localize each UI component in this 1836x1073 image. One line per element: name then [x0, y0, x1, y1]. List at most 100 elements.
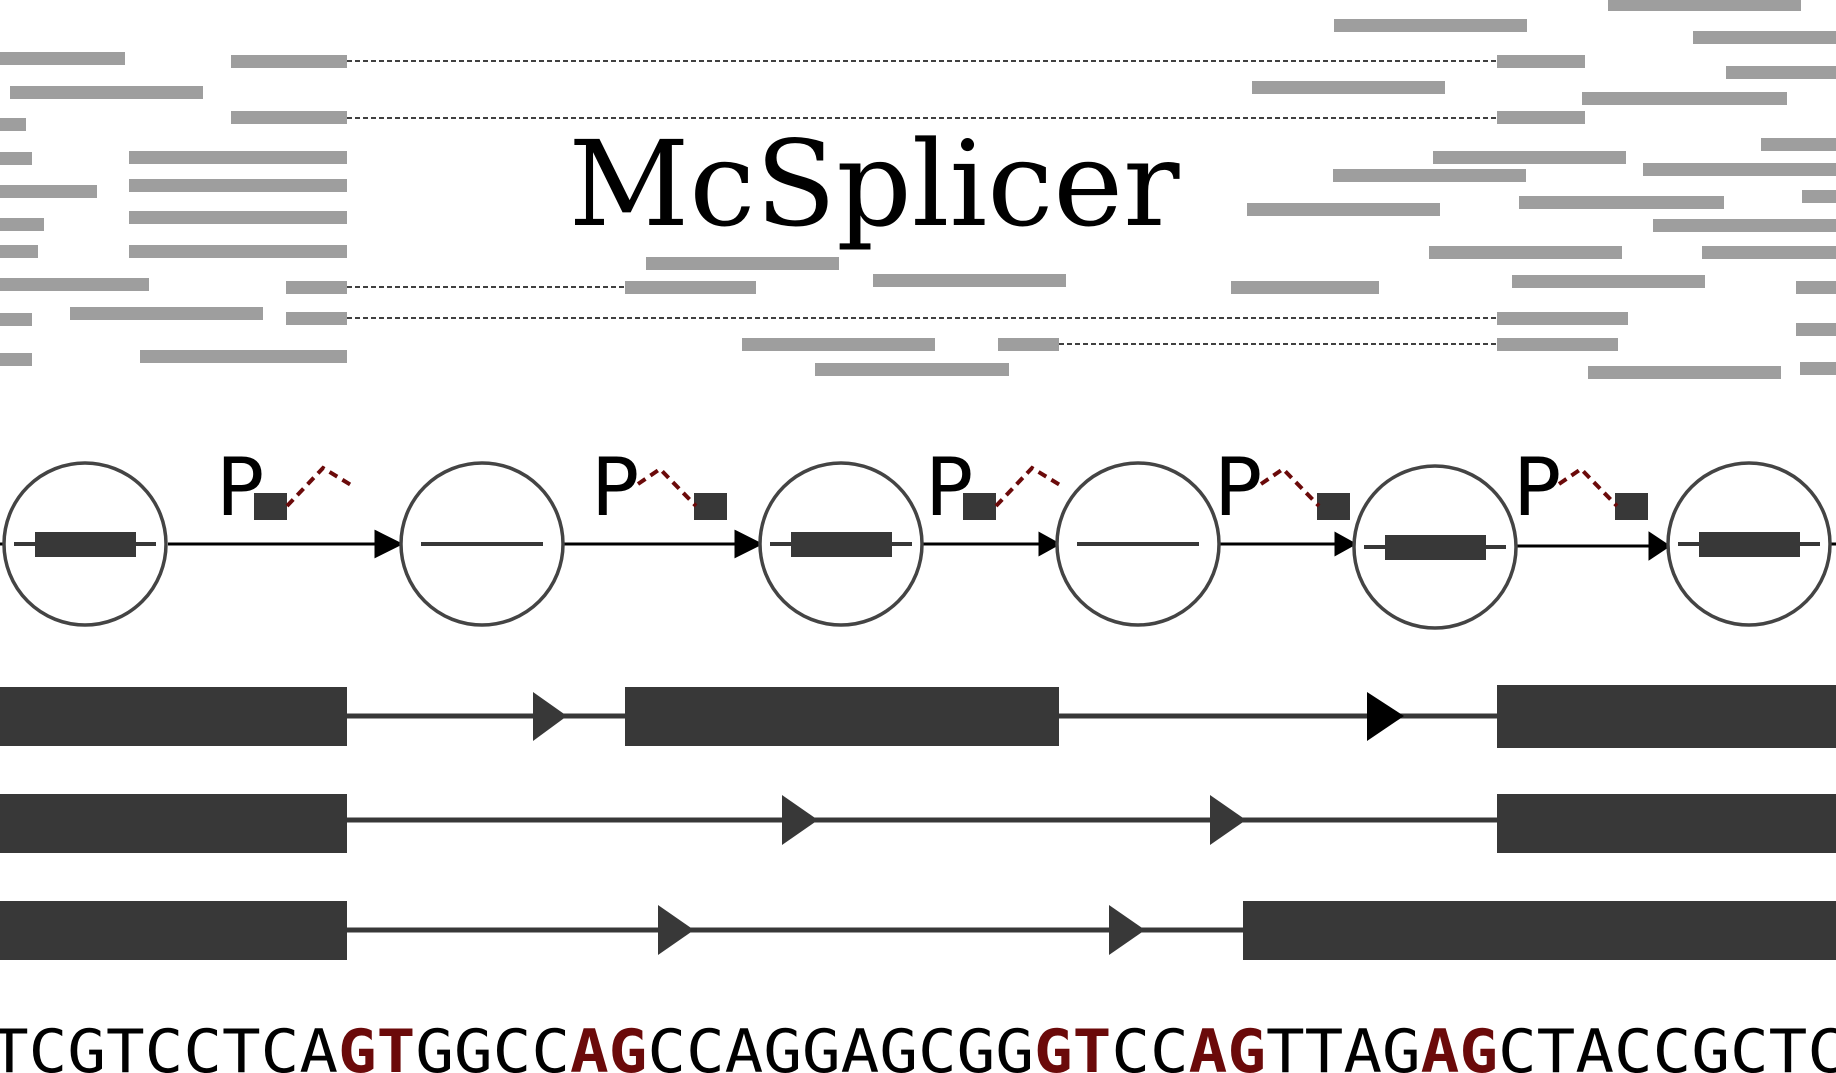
exon-glyph	[791, 532, 892, 557]
read-bar	[231, 111, 347, 124]
read-bar	[1796, 323, 1836, 336]
isoform-3	[0, 901, 1836, 960]
read-bar	[286, 281, 347, 294]
read-bar	[129, 211, 347, 224]
splice-site-bases: AG	[570, 1017, 647, 1073]
sequence-bases: GGCC	[415, 1017, 570, 1073]
state-label: P	[216, 441, 264, 534]
read-bar	[1497, 312, 1628, 325]
state-label: P	[925, 441, 973, 534]
read-bar	[1497, 111, 1585, 124]
arrow-head	[734, 529, 764, 559]
strand-arrow	[782, 795, 818, 845]
sequence-bases: CCAGGAGCGG	[647, 1017, 1034, 1073]
exon-glyph	[1699, 532, 1800, 557]
read-bar	[1693, 31, 1836, 44]
diagram-title: McSplicer	[568, 115, 1180, 253]
exon-block	[1243, 901, 1836, 960]
read-bar	[0, 245, 38, 258]
read-bar	[1433, 151, 1626, 164]
sequence-bases: TCGTCCTCA	[0, 1017, 338, 1073]
read-bar	[0, 278, 149, 291]
read-bar	[998, 338, 1059, 351]
read-bar	[646, 257, 839, 270]
read-bar	[10, 86, 203, 99]
read-bar	[231, 55, 347, 68]
site-marker	[254, 493, 287, 520]
read-bar	[1726, 66, 1836, 79]
strand-arrow	[533, 692, 567, 741]
read-bar	[1512, 275, 1705, 288]
read-bar	[1247, 203, 1440, 216]
read-bar	[1608, 0, 1801, 11]
read-bar	[1802, 190, 1836, 203]
isoforms	[0, 685, 1836, 960]
reads-layer	[0, 0, 1836, 379]
splice-link	[285, 465, 353, 508]
read-bar	[1653, 219, 1836, 232]
read-bar	[129, 151, 347, 164]
strand-arrow	[1210, 795, 1246, 845]
read-bar	[0, 52, 125, 65]
splice-site-bases: GT	[1034, 1017, 1111, 1073]
arrow-head	[1648, 531, 1671, 561]
read-bar	[1497, 55, 1585, 68]
site-marker	[694, 493, 727, 520]
read-bar	[129, 179, 347, 192]
exon-block	[625, 687, 1059, 746]
exon-block	[1497, 794, 1836, 853]
read-bar	[1582, 92, 1787, 105]
read-bar	[286, 312, 347, 325]
sequence-bases: CC	[1111, 1017, 1188, 1073]
arrow-head	[374, 529, 404, 559]
strand-arrow	[1367, 692, 1404, 741]
read-bar	[1252, 81, 1445, 94]
read-bar	[129, 245, 347, 258]
state-label: P	[591, 441, 639, 534]
read-bar	[1702, 246, 1836, 259]
read-bar	[815, 363, 1009, 376]
read-bar	[140, 350, 347, 363]
splice-site-bases: AG	[1189, 1017, 1266, 1073]
splice-link	[994, 465, 1062, 508]
state-label: P	[1214, 441, 1262, 534]
read-bar	[742, 338, 935, 351]
exon-block	[1497, 685, 1836, 748]
read-bar	[1643, 163, 1836, 176]
splice-link	[636, 466, 698, 508]
exon-glyph	[35, 532, 136, 557]
splice-site-bases: GT	[338, 1017, 415, 1073]
arrow-head	[1038, 531, 1062, 557]
read-bar	[0, 118, 26, 131]
exon-block	[0, 794, 347, 853]
read-bar	[0, 218, 44, 231]
read-bar	[1588, 366, 1781, 379]
read-bar	[1519, 196, 1724, 209]
exon-glyph	[1385, 535, 1486, 560]
read-bar	[1231, 281, 1379, 294]
read-bar	[625, 281, 756, 294]
sequence-bases: CTACCGCTC	[1498, 1017, 1836, 1073]
read-bar	[0, 185, 97, 198]
read-bar	[0, 353, 32, 366]
read-bar	[1796, 281, 1836, 294]
site-marker	[963, 493, 996, 520]
read-bar	[1333, 169, 1526, 182]
exon-block	[0, 901, 347, 960]
read-bar	[1429, 246, 1622, 259]
strand-arrow	[658, 905, 694, 955]
read-bar	[0, 313, 32, 326]
state-chain: P P P P P	[0, 441, 1836, 630]
read-bar	[70, 307, 263, 320]
arrow-head	[1334, 531, 1358, 557]
read-bar	[1761, 138, 1836, 151]
site-marker	[1615, 493, 1648, 520]
sequence-bases: TTAG	[1266, 1017, 1421, 1073]
read-bar	[1334, 19, 1527, 32]
splice-link	[1259, 466, 1321, 508]
site-marker	[1317, 493, 1350, 520]
isoform-1	[0, 685, 1836, 748]
isoform-2	[0, 794, 1836, 853]
